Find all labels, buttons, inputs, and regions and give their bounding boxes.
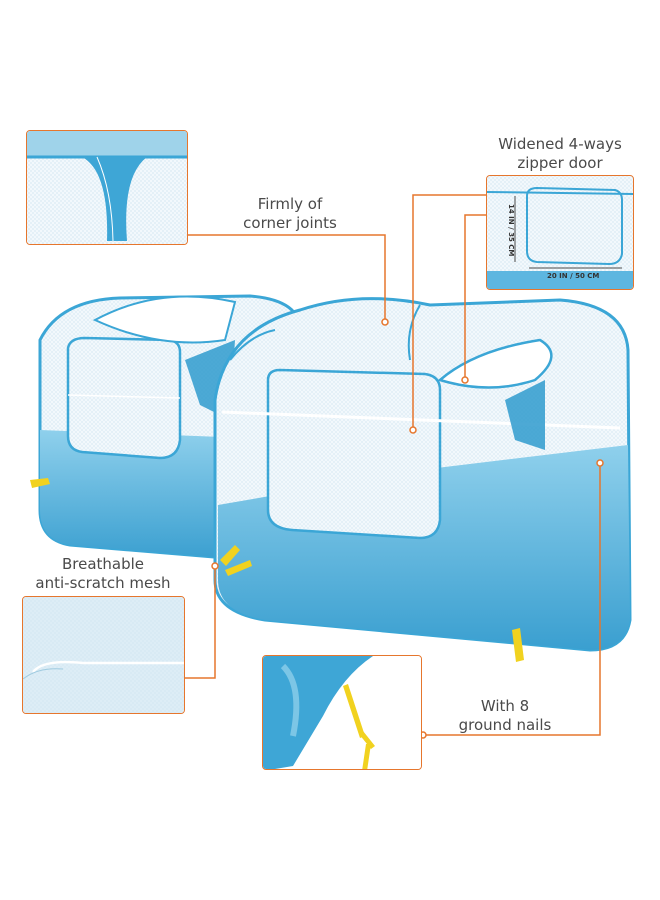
ground-nails-inset <box>262 655 422 770</box>
zipper-door-closeup: 14 IN / 35 CM 20 IN / 50 CM <box>487 176 633 289</box>
tent-right-section <box>213 297 632 652</box>
ground-nails-closeup <box>263 656 421 769</box>
corner-joint-closeup <box>27 131 187 244</box>
callout-corner-joints-line2: corner joints <box>243 214 337 232</box>
mesh-closeup <box>23 597 184 713</box>
callout-zipper-door-line1: Widened 4-ways <box>498 135 622 153</box>
corner-joint-inset <box>26 130 188 245</box>
callout-zipper-door: Widened 4-ways zipper door <box>490 135 630 173</box>
leader-lines <box>185 194 604 739</box>
callout-ground-nails: With 8 ground nails <box>440 697 570 735</box>
callout-mesh: Breathable anti-scratch mesh <box>18 555 188 593</box>
callout-zipper-door-line2: zipper door <box>517 154 603 172</box>
zipper-door-inset: 14 IN / 35 CM 20 IN / 50 CM <box>486 175 634 290</box>
mesh-inset <box>22 596 185 714</box>
dimension-width-label: 20 IN / 50 CM <box>547 272 599 280</box>
callout-ground-nails-line1: With 8 <box>480 697 530 715</box>
callout-ground-nails-line2: ground nails <box>458 716 552 734</box>
callout-corner-joints: Firmly of corner joints <box>225 195 355 233</box>
dimension-height-label: 14 IN / 35 CM <box>507 204 515 256</box>
ground-stakes <box>30 478 524 662</box>
callout-mesh-line2: anti-scratch mesh <box>35 574 171 592</box>
callout-mesh-line1: Breathable <box>61 555 145 573</box>
callout-corner-joints-line1: Firmly of <box>257 195 323 213</box>
